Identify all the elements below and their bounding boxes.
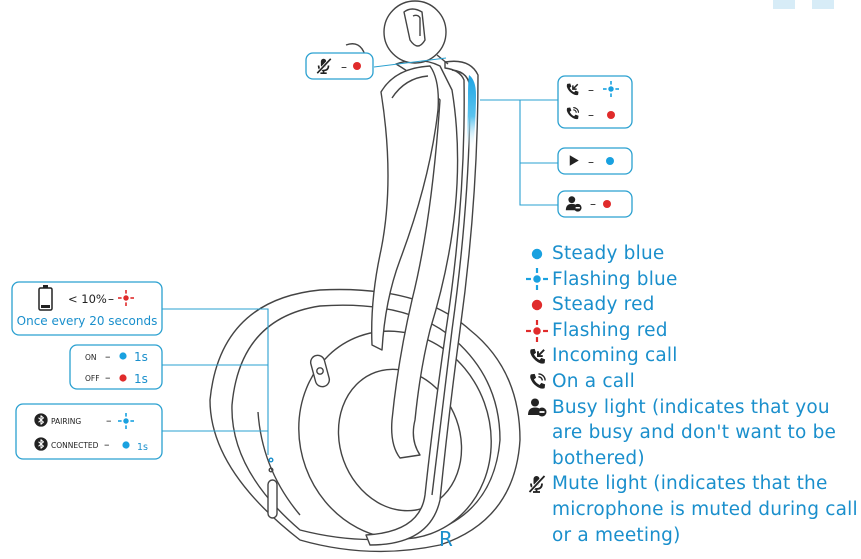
cup-button-icon [316,367,324,375]
legend-item: On a call [522,369,858,395]
busy-dash: – [590,197,596,211]
legend-item: Mute light (indicates that the microphon… [522,471,858,548]
pairing-label: PAIRING [51,417,81,426]
mute-dash: – [341,60,347,74]
steady-red-dot-icon [353,62,361,70]
battery-callout: < 10% – Once every 20 seconds [11,281,163,336]
connected-dash: – [104,438,110,451]
legend-item: Flashing red [522,318,858,344]
mic-zoom-detail [412,14,421,36]
incoming-dash: – [588,83,594,97]
headset-drawing [209,0,521,553]
power-on-time: 1s [134,350,148,364]
bluetooth-callout: PAIRING – CONNECTED – 1s [15,403,163,460]
legend-text: On a call [552,370,635,392]
side-slider [267,479,278,519]
legend-text: Steady red [552,294,655,316]
legend-text: Incoming call [552,345,678,367]
pairing-dash: – [106,414,112,427]
ear-cup-outer [209,288,521,553]
bluetooth-icon [34,437,48,451]
legend-text: Steady blue [552,243,665,264]
steady-blue-dot-icon [119,352,127,360]
steady-blue-dot-icon [122,441,130,449]
mic-muted-icon [522,471,552,497]
battery-level: < 10% [68,292,107,306]
legend-item: Steady red [522,292,858,318]
flashing-red-icon [522,318,552,344]
steady-red-dot-icon [607,111,615,119]
play-callout: – [557,147,633,175]
connected-time: 1s [137,442,148,453]
busy-callout: – [557,190,633,218]
connected-label: CONNECTED [51,441,99,450]
corner-mark [812,0,834,9]
headband-pad [371,65,440,351]
battery-low-icon [38,285,53,311]
steady-blue-dot-icon [522,241,552,267]
power-on-dash: – [105,350,111,363]
play-dash: – [588,155,594,169]
legend: Steady blue Flashing blue Steady red Fla… [522,241,858,548]
steady-red-dot-icon [119,374,127,382]
power-callout: ON – 1s OFF – 1s [69,344,163,390]
legend-item: Incoming call [522,343,858,369]
cup-button [309,354,331,388]
oncall-dash: – [588,108,594,122]
on-call-icon [522,369,552,395]
call-callout: – – [557,75,633,129]
battery-note: Once every 20 seconds [17,314,158,328]
power-on-label: ON [85,353,97,362]
side-led [268,467,274,473]
battery-dash: – [108,292,114,306]
corner-mark [773,0,795,9]
legend-item: Steady blue [522,241,858,267]
mute-callout: – [305,52,374,80]
flashing-blue-icon [522,267,552,293]
ear-cup-inner-wall [257,411,301,516]
legend-text: Mute light (indicates that the microphon… [552,473,858,546]
headband [390,59,459,459]
incoming-call-icon [522,343,552,369]
mic-zoom-leader [436,54,449,65]
steady-red-dot-icon [603,200,611,208]
headband-pad-seam [391,75,429,99]
steady-red-dot-icon [522,292,552,318]
callout-connectors [162,57,558,455]
power-off-time: 1s [134,372,148,386]
steady-blue-dot-icon [606,157,614,165]
busy-icon [522,395,552,421]
legend-text: Flashing red [552,319,668,341]
legend-text: Flashing blue [552,268,678,290]
busy-light-band [466,75,476,150]
legend-item: Busy light (indicates that you are busy … [522,395,858,472]
power-off-label: OFF [85,374,100,383]
legend-text: Busy light (indicates that you are busy … [552,396,837,469]
side-led [268,457,274,463]
bluetooth-icon [34,413,48,427]
side-label: R [439,527,453,551]
legend-item: Flashing blue [522,267,858,293]
power-off-dash: – [105,371,111,384]
